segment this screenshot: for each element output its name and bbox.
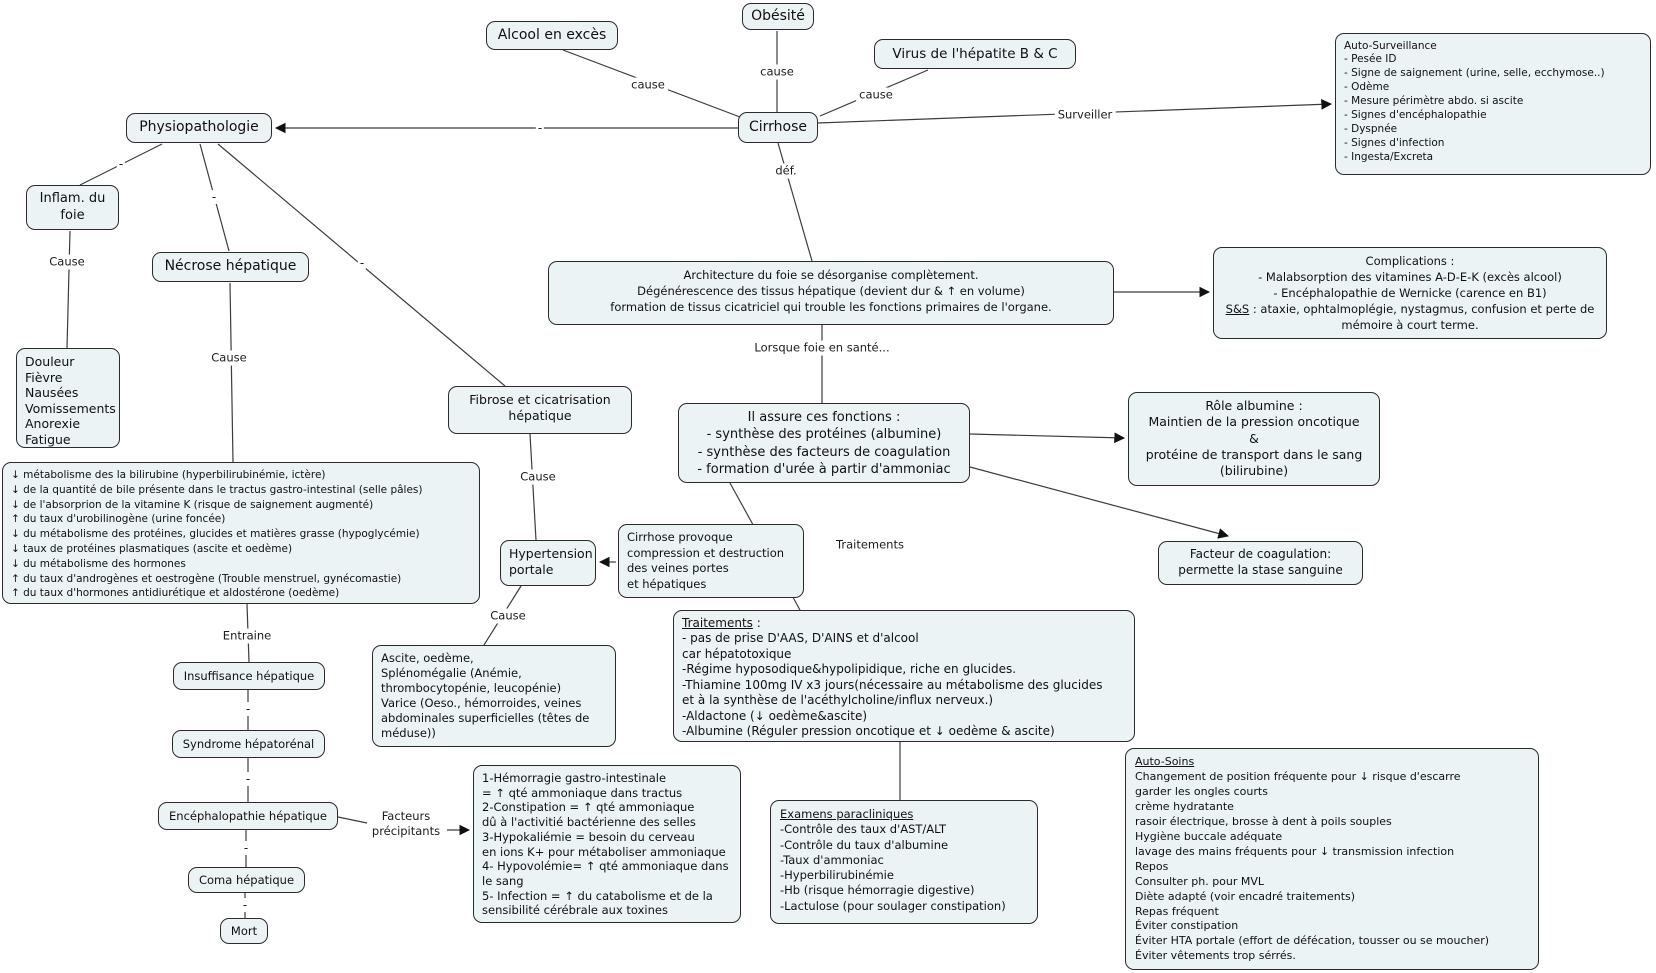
node-encephalopathie-hepatique: Encéphalopathie hépatique xyxy=(158,802,338,830)
empty-link-dash: - xyxy=(535,121,545,135)
node-inflammation-foie: Inflam. du foie xyxy=(26,185,119,230)
edge-label-cause-inflam: Cause xyxy=(46,254,88,270)
node-alcool: Alcool en excès xyxy=(486,21,618,50)
edge-ilassure-albumine xyxy=(969,432,1126,444)
edge-label-lorsque-foie-sante: Lorsque foie en santé... xyxy=(751,340,893,356)
edge-label-def: déf. xyxy=(772,163,800,179)
node-consequences-metaboliques: ↓ métabolisme des la bilirubine (hyperbi… xyxy=(2,462,480,604)
node-virus-hepatite: Virus de l'hépatite B & C xyxy=(874,39,1076,69)
empty-link-dash: - xyxy=(116,157,126,171)
traitements-title-suffix: : xyxy=(752,616,761,630)
node-insuffisance-hepatique: Insuffisance hépatique xyxy=(173,662,325,690)
edge-label-facteurs-precipitants: Facteurs précipitants xyxy=(368,809,444,839)
node-facteur-coagulation: Facteur de coagulation: permette la stas… xyxy=(1158,541,1363,585)
node-role-albumine: Rôle albumine : Maintien de la pression … xyxy=(1128,392,1380,486)
complications-ss-line: S&S : ataxie, ophtalmoplégie, nystagmus,… xyxy=(1222,301,1598,333)
edge-label-traitements: Traitements xyxy=(833,537,907,553)
node-mort: Mort xyxy=(220,918,268,944)
edge-label-cause-obesite: cause xyxy=(757,64,797,80)
node-auto-surveillance: Auto-Surveillance - Pesée ID - Signe de … xyxy=(1335,33,1651,175)
empty-link-dash: - xyxy=(243,772,253,786)
node-hypertension-portale: Hypertension portale xyxy=(500,540,596,586)
node-fonctions-foie: Il assure ces fonctions : - synthèse des… xyxy=(678,403,970,483)
node-architecture-foie: Architecture du foie se désorganise comp… xyxy=(548,261,1114,325)
node-examens-paracliniques: Examens paracliniques -Contrôle des taux… xyxy=(770,800,1038,924)
edge-inflam-douleur xyxy=(66,230,71,349)
node-traitements: Traitements : - pas de prise D'AAS, D'AI… xyxy=(673,610,1135,742)
complications-lines: - Malabsorption des vitamines A-D-E-K (e… xyxy=(1258,270,1562,301)
edge-necrose-consequences xyxy=(229,282,234,463)
empty-link-dash: - xyxy=(243,702,253,716)
examens-title: Examens paracliniques xyxy=(780,807,914,821)
ss-label: S&S xyxy=(1225,302,1250,317)
empty-link-dash: - xyxy=(209,190,219,204)
node-obesite: Obésité xyxy=(742,3,814,30)
edge-label-cause-necrose: Cause xyxy=(208,350,250,366)
edge-fibrose-hypertension xyxy=(529,433,537,541)
node-coma-hepatique: Coma hépatique xyxy=(188,867,305,893)
node-necrose-hepatique: Nécrose hépatique xyxy=(152,252,309,282)
auto-soins-title: Auto-Soins xyxy=(1135,755,1195,768)
edge-label-entraine: Entraine xyxy=(219,628,275,644)
edge-cirrhose-architecture xyxy=(777,142,813,262)
examens-items: -Contrôle des taux d'AST/ALT -Contrôle d… xyxy=(780,822,1006,913)
node-ascite-splenomegalie: Ascite, oedème, Splénomégalie (Anémie, t… xyxy=(372,645,616,747)
complications-title: Complications : xyxy=(1365,254,1455,268)
node-syndrome-hepatorenal: Syndrome hépatorénal xyxy=(172,730,325,758)
edge-label-surveiller: Surveiller xyxy=(1054,107,1116,123)
edge-encephalopathie-facteurs xyxy=(337,816,368,824)
traitements-title-text: Traitements xyxy=(682,616,753,630)
traitements-title: Traitements : xyxy=(682,616,1126,631)
node-complications: Complications : - Malabsorption des vita… xyxy=(1213,247,1607,339)
ss-text: : ataxie, ophtalmoplégie, nystagmus, con… xyxy=(1249,302,1595,333)
empty-link-dash: - xyxy=(241,841,251,855)
auto-surveillance-items: - Pesée ID - Signe de saignement (urine,… xyxy=(1344,53,1605,163)
node-facteurs-precipitants-detail: 1-Hémorragie gastro-intestinale = ↑ qté … xyxy=(473,765,741,923)
empty-link-dash: - xyxy=(240,898,250,912)
edge-ilassure-facteurcoag xyxy=(969,466,1230,539)
node-auto-soins: Auto-Soins Changement de position fréque… xyxy=(1125,748,1539,970)
node-cirrhose-provoque: Cirrhose provoque compression et destruc… xyxy=(618,524,804,598)
auto-soins-items: Changement de position fréquente pour ↓ … xyxy=(1135,769,1490,963)
edge-label-cause-hypertension: Cause xyxy=(487,608,529,624)
node-physiopathologie: Physiopathologie xyxy=(126,113,272,143)
empty-link-dash: - xyxy=(357,256,367,270)
node-symptomes-list: Douleur Fièvre Nausées Vomissements Anor… xyxy=(16,348,120,448)
node-fibrose: Fibrose et cicatrisation hépatique xyxy=(448,386,632,434)
auto-surveillance-title: Auto-Surveillance xyxy=(1344,40,1437,52)
edge-label-cause-alcool: cause xyxy=(628,77,668,93)
node-cirrhose: Cirrhose xyxy=(738,112,818,143)
edge-label-cause-fibrose: Cause xyxy=(517,469,559,485)
edge-label-cause-virus: cause xyxy=(856,87,896,103)
traitements-items: - pas de prise D'AAS, D'AINS et d'alcool… xyxy=(682,631,1103,739)
